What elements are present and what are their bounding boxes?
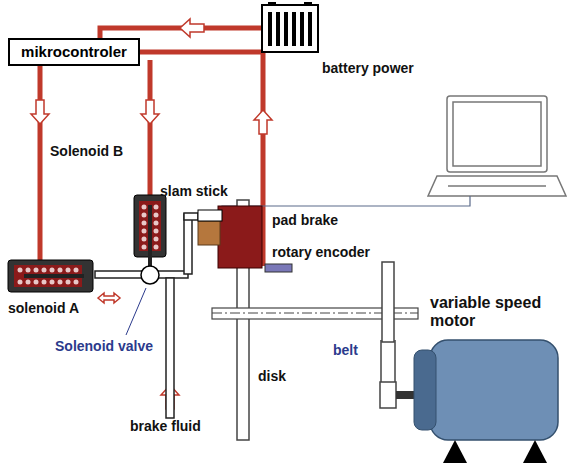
part-label: belt xyxy=(333,342,358,359)
rotary-encoder xyxy=(265,264,292,272)
flow-arrow xyxy=(31,19,272,409)
motor-symbol xyxy=(414,340,558,463)
leader-line xyxy=(126,288,146,335)
motor-shaft xyxy=(396,391,416,399)
motor-pulley xyxy=(380,382,396,408)
part-label: rotary encoder xyxy=(272,244,370,261)
part-label: Solenoid B xyxy=(50,143,123,160)
controller-box: mikrocontroler xyxy=(8,38,140,66)
valve-symbol xyxy=(141,266,159,284)
battery-symbol xyxy=(262,2,318,52)
solenoid-b xyxy=(134,195,166,267)
part-label: pad brake xyxy=(272,212,338,229)
solenoid-a xyxy=(8,260,93,292)
part-label: disk xyxy=(258,368,286,385)
part-label: brake fluid xyxy=(130,418,201,435)
pulley xyxy=(382,262,394,342)
part-label: Solenoid valve xyxy=(55,338,153,355)
brake-pad xyxy=(198,221,220,245)
caliper xyxy=(218,206,262,268)
node-text: mikrocontroler xyxy=(21,43,127,61)
part-label: variable speed motor xyxy=(430,294,565,330)
slam-stick-sensor xyxy=(198,210,222,221)
laptop-symbol xyxy=(428,96,566,196)
part-label: slam stick xyxy=(160,183,228,200)
part-label: solenoid A xyxy=(8,300,79,317)
part-label: battery power xyxy=(322,60,414,77)
